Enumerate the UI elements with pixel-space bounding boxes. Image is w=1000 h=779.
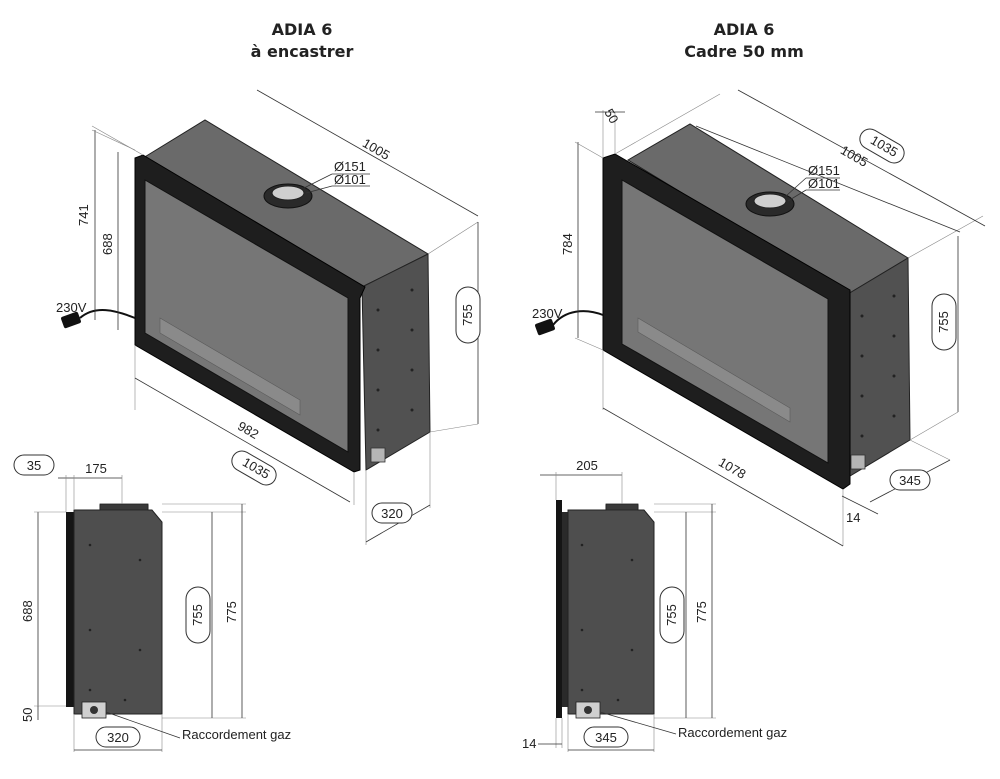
right-side-flue [605,503,639,511]
right-side-dim-205: 205 [576,458,598,473]
right-iso-gas-box [850,454,866,470]
left-iso-flue-outer-label: Ø151 [334,159,366,174]
right-side-gas-fitting [584,706,592,714]
right-iso-pill-1035 [859,128,905,164]
left-side-dim-50: 50 [20,708,35,722]
right-iso-view: 50 1035 1005 Ø151 Ø101 784 230V 755 1078 [532,89,986,547]
left-side-dim-175: 175 [85,461,107,476]
left-iso-dim-741: 741 [76,204,91,226]
right-iso-flue-inner [753,193,787,209]
right-side-dim-14: 14 [522,736,536,751]
left-side-dim-320: 320 [107,730,129,745]
left-iso-dim-755: 755 [460,304,475,326]
right-iso-burner [637,317,791,423]
left-side-pill-320 [95,726,141,748]
left-iso-plug [61,311,81,329]
left-iso-power-label: 230V [56,300,87,315]
left-iso-dim-688: 688 [100,233,115,255]
left-side-view: 35 175 688 50 755 775 320 Raccordement g… [13,454,291,752]
left-iso-view: 1005 741 688 Ø151 Ø101 230V 755 982 1035… [56,89,481,545]
right-iso-plug [535,318,555,336]
right-iso-power-label: 230V [532,306,563,321]
right-iso-cable [552,310,604,326]
left-side-front-panel [66,512,74,707]
left-side-gas-fitting [90,706,98,714]
left-iso-pill-1035 [231,450,277,486]
right-iso-dim-755: 755 [936,311,951,333]
right-side-dim-345: 345 [595,730,617,745]
right-iso-flue-inner-label: Ø101 [808,176,840,191]
left-side-dim-688: 688 [20,600,35,622]
left-side-pill-35 [13,454,55,476]
left-iso-flue-inner-label: Ø101 [334,172,366,187]
right-side-pill-755 [659,586,685,644]
right-side-dim-755: 755 [664,604,679,626]
left-side-pill-755 [185,586,211,644]
title-left-line2: à encastrer [251,42,354,61]
right-side-body [567,504,655,715]
left-iso-side-face [361,253,431,471]
right-iso-side-face [847,257,911,477]
right-side-view: 205 755 775 14 345 Raccordement gaz [522,458,787,752]
right-iso-dim-14: 14 [846,510,860,525]
right-iso-pill-755 [931,293,957,351]
right-side-frame [556,500,562,718]
right-iso-glass [621,179,829,464]
left-side-gas-label: Raccordement gaz [182,727,291,742]
right-side-dim-775: 775 [694,601,709,623]
right-iso-dim-784: 784 [560,233,575,255]
right-iso-flue-outer-label: Ø151 [808,163,840,178]
left-side-dim-775: 775 [224,601,239,623]
right-side-front-panel [562,512,568,707]
right-iso-dim-1078: 1078 [716,454,749,481]
title-left-line1: ADIA 6 [272,20,333,39]
right-side-gas-label: Raccordement gaz [678,725,787,740]
left-side-body [73,504,163,715]
left-iso-pill-755 [455,286,481,344]
right-iso-pill-345 [889,469,931,491]
right-iso-dim-345: 345 [899,473,921,488]
left-side-flue [99,503,149,511]
left-iso-pill-320 [371,502,413,524]
title-right-line2: Cadre 50 mm [684,42,803,61]
left-iso-burner [159,317,301,416]
left-iso-gas-box [370,447,386,463]
left-side-dim-35: 35 [27,458,41,473]
left-iso-dim-320: 320 [381,506,403,521]
left-side-dim-755: 755 [190,604,205,626]
right-iso-dim-50: 50 [601,106,621,126]
left-iso-flue-inner [271,185,305,201]
right-side-pill-345 [583,726,629,748]
left-iso-glass [144,179,349,453]
title-right-line1: ADIA 6 [714,20,775,39]
left-iso-cable [79,309,136,319]
